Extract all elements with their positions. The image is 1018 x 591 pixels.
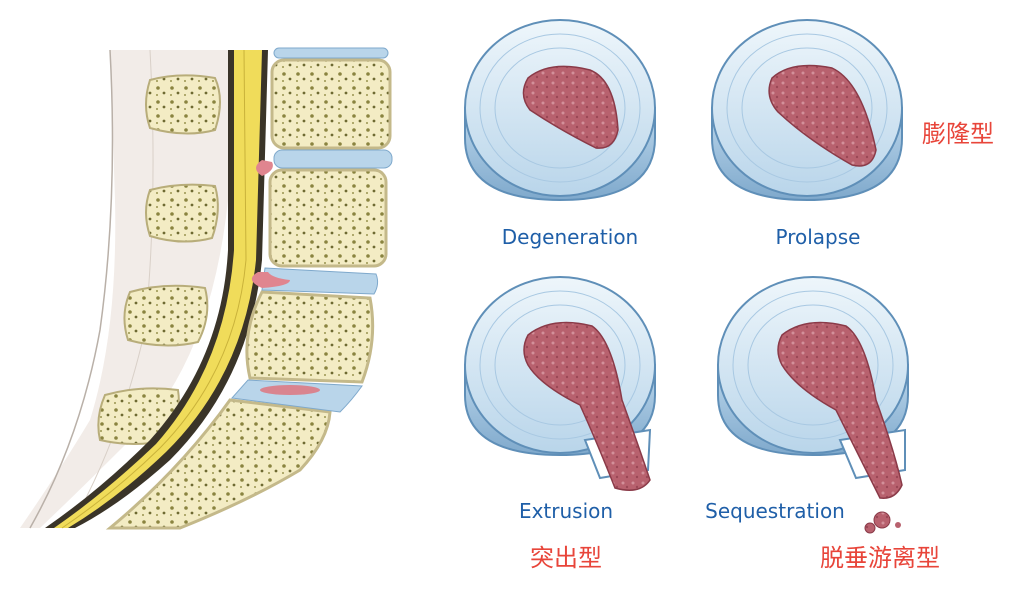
- nucleus: [523, 321, 651, 491]
- label-extrusion: Extrusion: [519, 499, 613, 523]
- disc-prolapse: [711, 19, 903, 202]
- sequestered-fragment: [895, 522, 901, 528]
- nucleus: [768, 64, 877, 167]
- spine-sagittal-illustration: [20, 47, 393, 530]
- soft-tissue: [20, 50, 230, 528]
- disc-degeneration: [464, 19, 656, 202]
- nucleus: [777, 321, 903, 499]
- nucleus: [522, 65, 619, 149]
- sequestered-fragment: [864, 522, 876, 534]
- label-sequestration-cn: 脱垂游离型: [820, 544, 940, 572]
- label-sequestration: Sequestration: [705, 499, 845, 523]
- herniation-lower: [251, 272, 290, 288]
- disc-sequestration: [717, 276, 909, 534]
- label-prolapse: Prolapse: [776, 225, 861, 249]
- label-extrusion-cn: 突出型: [530, 544, 602, 572]
- intervertebral-discs: [230, 47, 393, 413]
- herniation-upper: [256, 160, 273, 176]
- vertebral-bodies: [105, 58, 392, 530]
- label-degeneration: Degeneration: [502, 225, 638, 249]
- label-prolapse-cn: 膨隆型: [922, 120, 994, 148]
- spinal-cord: [54, 50, 262, 528]
- disc-extrusion: [464, 276, 656, 491]
- sequestered-fragment: [873, 511, 891, 529]
